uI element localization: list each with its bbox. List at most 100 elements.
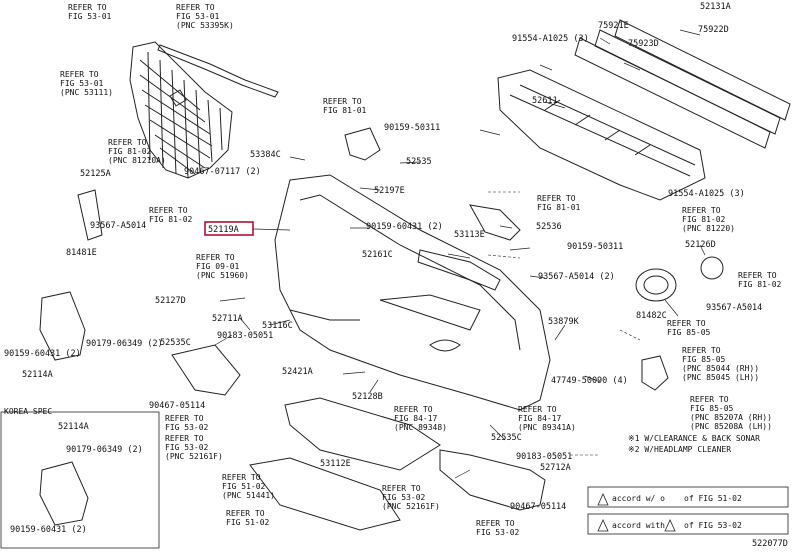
license-bracket-1[interactable]	[39, 291, 86, 361]
part-label[interactable]: 52128B	[352, 392, 383, 402]
part-label[interactable]: 90159-60431 (2)	[10, 525, 87, 535]
part-label[interactable]: 52611	[532, 96, 558, 106]
part-label[interactable]: 81481E	[66, 248, 97, 258]
sonar-sensor[interactable]	[641, 355, 669, 391]
bumper-reinforcement[interactable]	[574, 19, 791, 149]
refer-to-label[interactable]: (PNC 53111)	[60, 88, 113, 97]
refer-to-label[interactable]: (PNC 85207A (RH))	[690, 413, 772, 422]
refer-to-label[interactable]: FIG 09-01	[196, 262, 240, 271]
part-label[interactable]: 93567-A5014	[90, 221, 146, 231]
bumper-cover[interactable]	[274, 174, 551, 411]
refer-to-label[interactable]: REFER TO	[738, 271, 777, 280]
refer-to-label[interactable]: REFER TO	[176, 3, 215, 12]
part-label[interactable]: 52126D	[685, 240, 716, 250]
refer-to-label[interactable]: FIG 85-05	[667, 328, 711, 337]
refer-to-label[interactable]: FIG 84-17	[518, 414, 562, 423]
part-label[interactable]: 47749-50090 (4)	[551, 376, 628, 386]
refer-to-label[interactable]: FIG 53-01	[68, 12, 112, 21]
refer-to-label[interactable]: (PNC 52161F)	[382, 502, 440, 511]
part-label[interactable]: 90467-05114	[149, 401, 205, 411]
refer-to-label[interactable]: REFER TO	[667, 319, 706, 328]
part-label[interactable]: 81482C	[636, 311, 667, 321]
fog-cover-1[interactable]	[344, 127, 381, 161]
radiator-grille[interactable]	[129, 41, 233, 179]
part-label[interactable]: 90159-60431 (2)	[4, 349, 81, 359]
fog-cover-2[interactable]	[469, 204, 521, 241]
part-label[interactable]: 53112E	[320, 459, 351, 469]
refer-to-label[interactable]: REFER TO	[323, 97, 362, 106]
part-label[interactable]: 52536	[536, 222, 562, 232]
refer-to-label[interactable]: FIG 53-02	[165, 423, 209, 432]
refer-to-label[interactable]: REFER TO	[60, 70, 99, 79]
part-label[interactable]: 75923D	[628, 39, 659, 49]
part-label[interactable]: 90467-05114	[510, 502, 566, 512]
refer-to-label[interactable]: FIG 84-17	[394, 414, 438, 423]
refer-to-label[interactable]: FIG 85-05	[682, 355, 726, 364]
part-label[interactable]: 52119A	[208, 225, 239, 235]
refer-to-label[interactable]: FIG 53-02	[382, 493, 426, 502]
part-label[interactable]: 93567-A5014	[706, 303, 762, 313]
refer-to-label[interactable]: (PNC 85045 (LH))	[682, 373, 759, 382]
fog-lamp-right[interactable]	[700, 256, 724, 280]
part-label[interactable]: 53116C	[262, 321, 293, 331]
refer-to-label[interactable]: REFER TO	[476, 519, 515, 528]
refer-to-label[interactable]: REFER TO	[222, 473, 261, 482]
part-label[interactable]: 52712A	[540, 463, 571, 473]
refer-to-label[interactable]: (PNC 85208A (LH))	[690, 422, 772, 431]
refer-to-label[interactable]: FIG 81-01	[323, 106, 367, 115]
part-label[interactable]: 52711A	[212, 314, 243, 324]
refer-to-label[interactable]: FIG 81-02	[738, 280, 782, 289]
refer-to-label[interactable]: FIG 53-02	[476, 528, 520, 537]
part-label[interactable]: 53113E	[454, 230, 485, 240]
refer-to-label[interactable]: (PNC 89348)	[394, 423, 447, 432]
refer-to-label[interactable]: FIG 53-01	[176, 12, 220, 21]
refer-to-label[interactable]: REFER TO	[682, 206, 721, 215]
side-bracket[interactable]	[171, 344, 241, 396]
refer-to-label[interactable]: REFER TO	[394, 405, 433, 414]
refer-to-label[interactable]: FIG 81-02	[149, 215, 193, 224]
fog-lamp-left[interactable]	[635, 268, 677, 302]
refer-to-label[interactable]: FIG 51-02	[222, 482, 266, 491]
refer-to-label[interactable]: REFER TO	[165, 434, 204, 443]
refer-to-label[interactable]: REFER TO	[518, 405, 557, 414]
part-label[interactable]: 52535C	[160, 338, 191, 348]
refer-to-label[interactable]: (PNC 52161F)	[165, 452, 223, 461]
part-label[interactable]: 52535	[406, 157, 432, 167]
part-label[interactable]: 52197E	[374, 186, 405, 196]
part-label[interactable]: 91554-A1025 (3)	[512, 34, 589, 44]
part-label[interactable]: 90183-05051	[217, 331, 273, 341]
refer-to-label[interactable]: REFER TO	[108, 138, 147, 147]
refer-to-label[interactable]: (PNC 51441)	[222, 491, 275, 500]
part-label[interactable]: 52127D	[155, 296, 186, 306]
refer-to-label[interactable]: (PNC 51960)	[196, 271, 249, 280]
part-label[interactable]: 90159-50311	[567, 242, 623, 252]
refer-to-label[interactable]: REFER TO	[196, 253, 235, 262]
refer-to-label[interactable]: FIG 53-02	[165, 443, 209, 452]
refer-to-label[interactable]: FIG 81-02	[682, 215, 726, 224]
lower-cover-2[interactable]	[249, 457, 401, 531]
refer-to-label[interactable]: REFER TO	[226, 509, 265, 518]
part-label[interactable]: 90179-06349 (2)	[86, 339, 163, 349]
energy-absorber[interactable]	[497, 69, 706, 201]
part-label[interactable]: 90179-06349 (2)	[66, 445, 143, 455]
refer-to-label[interactable]: (PNC 81220)	[682, 224, 735, 233]
part-label[interactable]: 52114A	[22, 370, 53, 380]
refer-to-label[interactable]: (PNC 89341A)	[518, 423, 576, 432]
refer-to-label[interactable]: FIG 51-02	[226, 518, 270, 527]
part-label[interactable]: 90467-07117 (2)	[184, 167, 261, 177]
part-label[interactable]: 93567-A5014 (2)	[538, 272, 615, 282]
refer-to-label[interactable]: REFER TO	[165, 414, 204, 423]
part-label[interactable]: 90183-05051	[516, 452, 572, 462]
license-bracket-2[interactable]	[39, 461, 89, 526]
part-label[interactable]: 52421A	[282, 367, 313, 377]
bracket-small[interactable]	[77, 189, 103, 241]
part-label[interactable]: 52125A	[80, 169, 111, 179]
refer-to-label[interactable]: REFER TO	[149, 206, 188, 215]
lower-cover-1[interactable]	[284, 397, 441, 471]
refer-to-label[interactable]: REFER TO	[682, 346, 721, 355]
refer-to-label[interactable]: (PNC 85044 (RH))	[682, 364, 759, 373]
part-label[interactable]: 90159-50311	[384, 123, 440, 133]
part-label[interactable]: 52114A	[58, 422, 89, 432]
part-label[interactable]: 90159-60431 (2)	[366, 222, 443, 232]
lower-spoiler[interactable]	[439, 449, 546, 511]
